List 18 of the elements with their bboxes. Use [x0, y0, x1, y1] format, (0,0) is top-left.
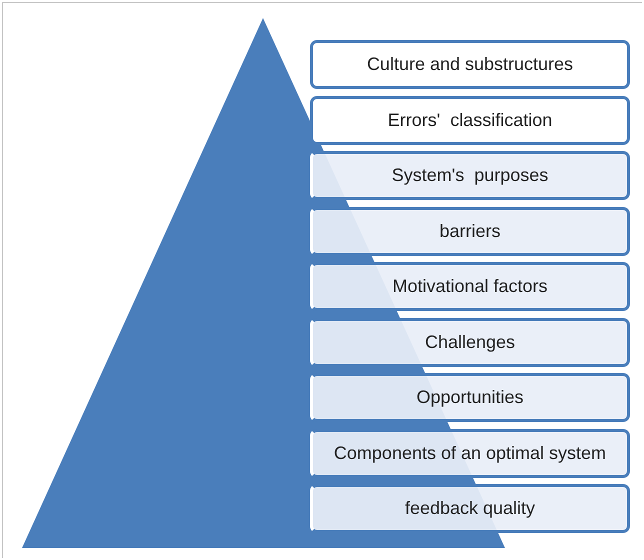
pyramid-level-box — [310, 206, 630, 256]
pyramid-level-box — [310, 151, 630, 200]
pyramid-level-box — [310, 484, 630, 533]
level-label: System's purposes — [392, 165, 548, 186]
pyramid-level-box — [310, 40, 630, 89]
level-label: Components of an optimal system — [334, 442, 606, 464]
level-label: Motivational factors — [392, 276, 548, 297]
pyramid-level-box — [310, 96, 630, 145]
level-label: feedback quality — [404, 498, 536, 519]
level-label: barriers — [439, 220, 500, 242]
pyramid-level-box — [310, 318, 630, 366]
pyramid-level-box — [310, 373, 630, 422]
level-label: Opportunities — [416, 387, 524, 408]
level-label: Errors' classification — [388, 110, 552, 131]
level-label: Culture and substructures — [366, 54, 574, 75]
pyramid-level-box — [310, 262, 630, 311]
level-label: Challenges — [424, 332, 516, 352]
pyramid-level-box — [310, 428, 630, 478]
